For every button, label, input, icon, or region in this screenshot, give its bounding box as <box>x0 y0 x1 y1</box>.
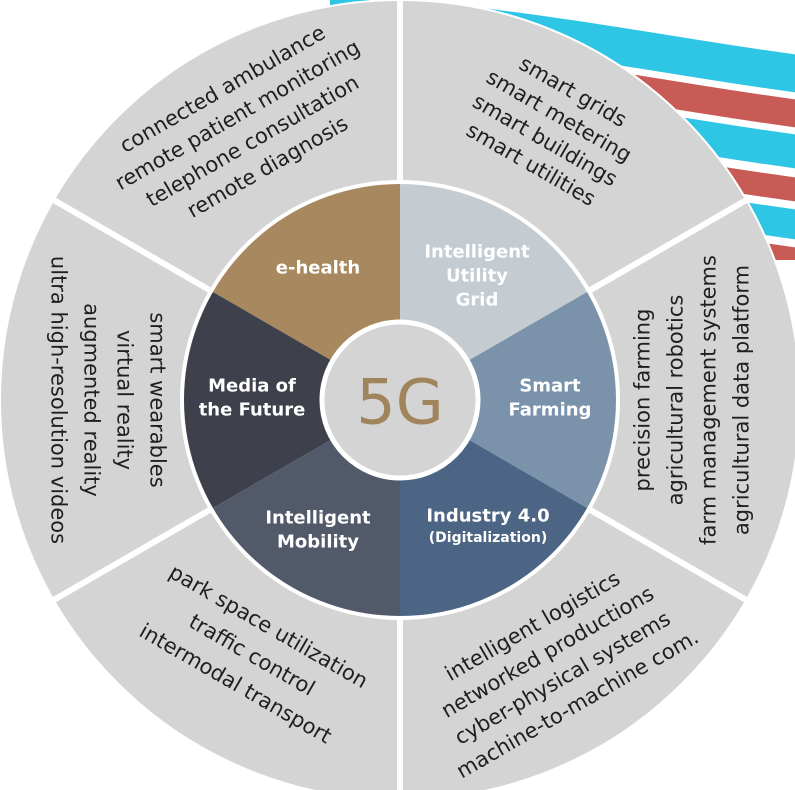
segment-label: the Future <box>199 400 306 421</box>
application-item: smart wearables <box>146 312 170 487</box>
inner-ring-border <box>180 180 620 620</box>
segment-intelligent-mobility <box>211 439 400 618</box>
segment-label: Grid <box>456 290 499 311</box>
segment-intelligent-utility-grid <box>400 182 589 361</box>
center-label: 5G <box>356 366 444 439</box>
application-item: precision farming <box>631 309 655 492</box>
application-list-media-of-the-future: smart wearables virtual reality augmented … <box>47 256 170 544</box>
segment-label: Smart <box>519 376 581 397</box>
application-item: augmented reality <box>80 303 104 497</box>
segment-label: Intelligent <box>424 242 530 263</box>
segment-media-of-the-future <box>182 291 333 509</box>
application-item: virtual reality <box>113 330 137 470</box>
segment-sublabel: (Digitalization) <box>429 530 547 546</box>
center-hub: 5G <box>319 319 481 481</box>
segment-label: Mobility <box>277 532 359 553</box>
segment-label: Media of <box>208 376 296 397</box>
application-list-smart-farming: precision farming agricultural robotics fa… <box>631 255 754 545</box>
segment-label: e-health <box>276 258 360 279</box>
segment-smart-farming <box>467 291 618 509</box>
segment-label: Utility <box>446 266 508 287</box>
center-circle <box>319 319 481 481</box>
inner-ring: e-healthIntelligentUtilityGridSmartFarmi… <box>180 180 620 620</box>
segment-label: Farming <box>509 400 592 421</box>
segment-label: Intelligent <box>265 508 371 529</box>
application-item: farm management systems <box>697 255 721 545</box>
application-item: agricultural data platform <box>730 265 754 535</box>
application-item: agricultural robotics <box>664 295 688 506</box>
application-item: ultra high-resolution videos <box>47 256 71 544</box>
segment-industry-4-0 <box>400 439 589 618</box>
segment-e-health <box>211 182 400 361</box>
segment-label: Industry 4.0 <box>426 506 549 527</box>
